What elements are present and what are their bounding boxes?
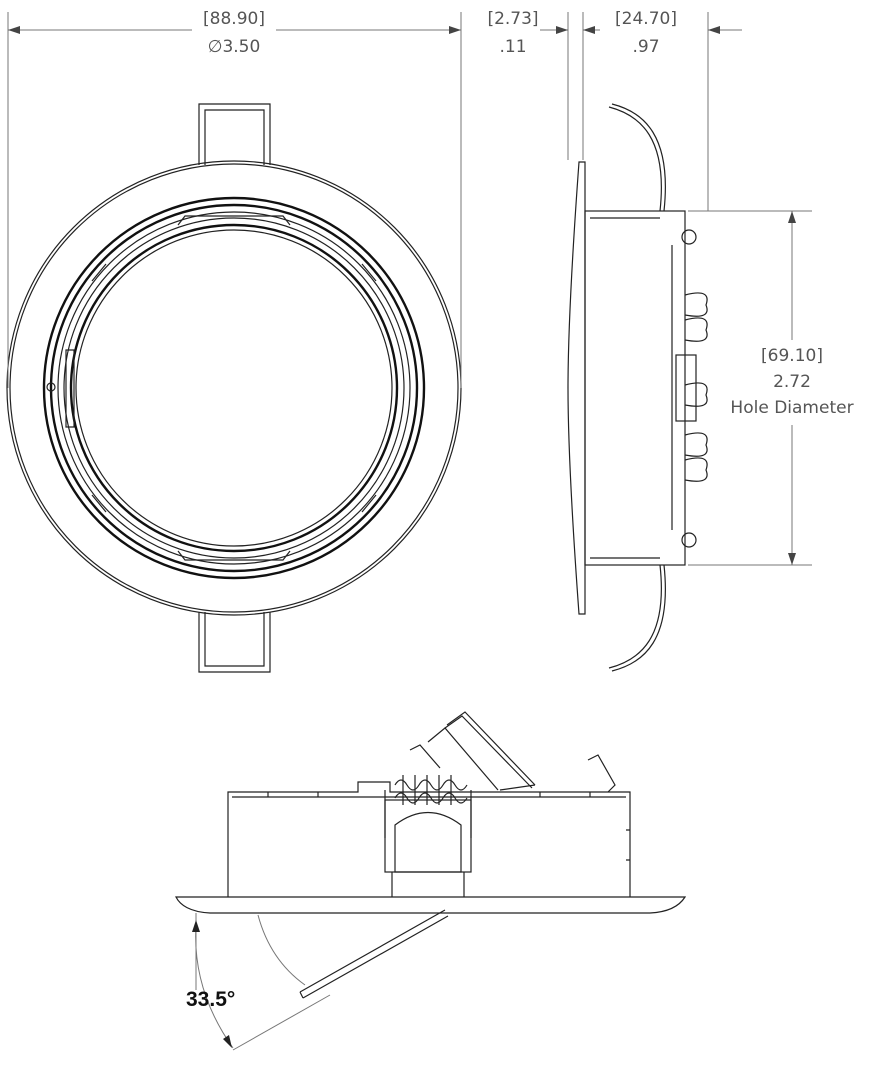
- tilt-coil-spring: [394, 775, 468, 805]
- hole-diameter-in: 2.72: [773, 372, 811, 392]
- tilt-angle-arrowhead-bottom: [223, 1035, 232, 1048]
- tilt-center-clip: [384, 790, 472, 897]
- depth-in: .97: [632, 37, 659, 57]
- hole-diameter-label: Hole Diameter: [730, 398, 853, 418]
- side-screw-top: [681, 229, 697, 245]
- front-flange-inner: [9, 163, 459, 613]
- front-top-tab: [198, 103, 271, 165]
- front-bezel-inner: [49, 203, 419, 573]
- dimension-lines: [7, 12, 812, 566]
- hole-diameter-mm: [69.10]: [761, 346, 823, 366]
- side-screw-bottom: [681, 532, 697, 548]
- front-lens-inner: [75, 229, 393, 547]
- tilt-flange: [175, 896, 687, 914]
- dimension-arrowheads: [8, 26, 796, 565]
- side-flange: [567, 161, 586, 615]
- front-view: [6, 103, 462, 673]
- side-bottom-spring: [608, 564, 666, 672]
- overall-diameter-mm: [88.90]: [203, 9, 265, 29]
- tilt-gimbal: [409, 711, 616, 793]
- tilt-housing: [227, 781, 631, 897]
- tilt-angle-arrowhead-top: [192, 920, 200, 932]
- tilt-lens-plate: [299, 909, 449, 999]
- front-lens-outer: [69, 223, 399, 553]
- front-bottom-tab: [198, 612, 271, 673]
- side-view: [567, 103, 708, 672]
- front-flange-outer: [6, 160, 462, 616]
- front-bezel-ring: [57, 211, 411, 565]
- flange-thickness-in: .11: [499, 37, 526, 57]
- depth-mm: [24.70]: [615, 9, 677, 29]
- tilt-angle-dimension: [195, 913, 331, 1051]
- front-lens-ring: [63, 217, 405, 559]
- side-body: [584, 210, 686, 566]
- flange-thickness-mm: [2.73]: [487, 9, 538, 29]
- tilt-angle-label: 33.5°: [186, 988, 235, 1011]
- overall-diameter-in: ∅3.50: [208, 37, 261, 57]
- tilt-view: [175, 711, 687, 1051]
- side-coils: [671, 245, 708, 530]
- front-inner-clips: [65, 215, 377, 561]
- front-locator-dot: [46, 382, 56, 392]
- front-bezel-outer: [42, 196, 426, 580]
- side-top-spring: [608, 103, 666, 212]
